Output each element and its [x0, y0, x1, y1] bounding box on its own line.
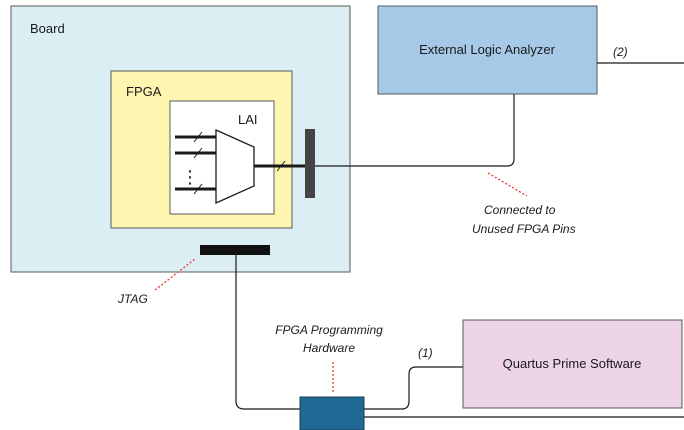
- mux-input-ellipsis: ⋮: [181, 167, 199, 187]
- note-2: (2): [613, 45, 628, 59]
- lai-label: LAI: [238, 112, 258, 127]
- jtag-wire: [235, 255, 300, 410]
- analyzer-wire: [315, 94, 515, 167]
- bus-slashes: [193, 131, 286, 195]
- quartus-box: [462, 319, 683, 409]
- pin-connector: [305, 129, 315, 198]
- jtag-pointer: [154, 258, 196, 291]
- external-analyzer-label: External Logic Analyzer: [419, 42, 556, 57]
- programming-hw-label-1: FPGA Programming: [275, 323, 383, 337]
- jtag-label: JTAG: [117, 292, 148, 306]
- note-1: (1): [418, 346, 433, 360]
- unused-pins-pointer: [487, 172, 528, 197]
- mux-shape: [215, 128, 255, 205]
- programming-hw-label-2: Hardware: [303, 341, 355, 355]
- mux-inputs: [175, 135, 216, 191]
- external-analyzer-box: [377, 5, 598, 95]
- quartus-label: Quartus Prime Software: [503, 356, 642, 371]
- programming-hw-box: [299, 396, 365, 430]
- unused-pins-label-2: Unused FPGA Pins: [472, 222, 576, 236]
- board-label: Board: [30, 21, 65, 36]
- unused-pins-label-1: Connected to: [484, 203, 556, 217]
- fpga-label: FPGA: [126, 84, 162, 99]
- quartus-wire: [364, 366, 463, 410]
- jtag-connector: [200, 245, 270, 255]
